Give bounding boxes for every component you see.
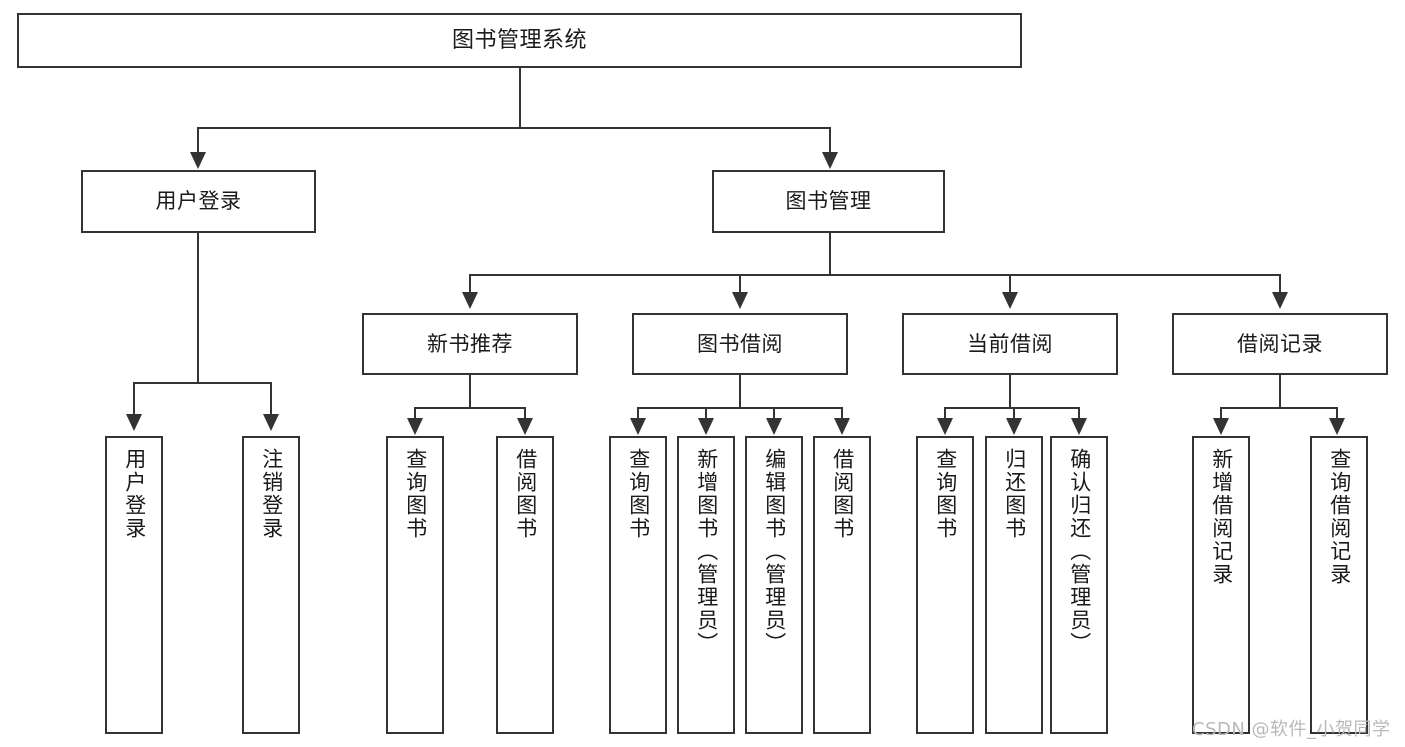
arrow-to-leaf-add-record [1213,418,1229,435]
edge-cb-drop-3 [1078,407,1080,419]
node-book-manage[interactable]: 图书管理 [712,170,945,233]
node-label: 图书管理系统 [451,27,587,53]
arrow-to-leaf-borrow-book-1 [517,418,533,435]
arrow-to-new-book-recommend [462,292,478,309]
arrow-to-leaf-query-record [1329,418,1345,435]
edge-br-drop-2 [1336,407,1338,419]
node-label: 借阅图书 [830,448,855,540]
edge-bb-drop-1 [637,407,639,419]
node-label: 查询图书 [403,448,428,540]
arrow-to-leaf-borrow-book-2 [834,418,850,435]
edge-user-login-bus [133,382,271,384]
arrow-to-leaf-add-book [698,418,714,435]
edge-nbr-bus [414,407,526,409]
edge-br-drop-1 [1220,407,1222,419]
leaf-borrow-book-2[interactable]: 借阅图书 [813,436,871,734]
edge-bm-drop-2 [739,274,741,306]
edge-root-to-user-login [197,127,199,155]
node-book-borrow[interactable]: 图书借阅 [632,313,848,375]
node-label: 查询借阅记录 [1327,448,1352,586]
node-label: 归还图书 [1002,448,1027,540]
leaf-edit-book[interactable]: 编辑图书（管理员） [745,436,803,734]
node-label: 借阅记录 [1237,331,1323,356]
edge-book-manage-trunk [829,233,831,275]
node-borrow-record[interactable]: 借阅记录 [1172,313,1388,375]
arrow-to-current-borrow [1002,292,1018,309]
edge-user-login-trunk [197,233,199,383]
arrow-to-leaf-query-book-3 [937,418,953,435]
arrow-to-book-borrow [732,292,748,309]
edge-nbr-drop-2 [524,407,526,419]
node-label: 新增图书（管理员） [694,448,719,655]
edge-bb-drop-2 [705,407,707,419]
leaf-borrow-book-1[interactable]: 借阅图书 [496,436,554,734]
leaf-query-book-3[interactable]: 查询图书 [916,436,974,734]
leaf-query-record[interactable]: 查询借阅记录 [1310,436,1368,734]
leaf-query-book-1[interactable]: 查询图书 [386,436,444,734]
edge-bb-drop-3 [773,407,775,419]
node-root-system[interactable]: 图书管理系统 [17,13,1022,68]
edge-br-trunk [1279,375,1281,408]
arrow-to-leaf-confirm-return [1071,418,1087,435]
edge-bb-bus [637,407,843,409]
node-label: 查询图书 [626,448,651,540]
arrow-to-leaf-logout-login [263,414,279,431]
node-label: 注销登录 [259,448,284,540]
arrow-to-leaf-edit-book [766,418,782,435]
edge-nbr-trunk [469,375,471,408]
node-label: 当前借阅 [967,331,1053,356]
edge-bm-drop-1 [469,274,471,306]
edge-user-login-drop-2 [270,382,272,415]
leaf-query-book-2[interactable]: 查询图书 [609,436,667,734]
edge-root-bus [197,127,831,129]
node-label: 确认归还（管理员） [1067,448,1092,655]
leaf-return-book[interactable]: 归还图书 [985,436,1043,734]
edge-bm-drop-4 [1279,274,1281,306]
edge-root-trunk [519,68,521,128]
arrow-root-to-user-login [190,152,206,169]
edge-book-manage-bus [469,274,1281,276]
node-label: 新增借阅记录 [1209,448,1234,586]
arrow-to-leaf-return-book [1006,418,1022,435]
edge-br-bus [1220,407,1338,409]
leaf-confirm-return[interactable]: 确认归还（管理员） [1050,436,1108,734]
node-user-login[interactable]: 用户登录 [81,170,316,233]
node-current-borrow[interactable]: 当前借阅 [902,313,1118,375]
node-label: 新书推荐 [427,331,513,356]
edge-cb-trunk [1009,375,1011,408]
node-label: 用户登录 [155,189,242,214]
edge-root-to-book-manage [829,127,831,155]
leaf-user-login[interactable]: 用户登录 [105,436,163,734]
node-label: 图书管理 [785,189,872,214]
leaf-add-record[interactable]: 新增借阅记录 [1192,436,1250,734]
edge-bb-trunk [739,375,741,408]
arrow-root-to-book-manage [822,152,838,169]
arrow-to-leaf-query-book-2 [630,418,646,435]
node-label: 编辑图书（管理员） [762,448,787,655]
node-label: 图书借阅 [697,331,783,356]
node-label: 查询图书 [933,448,958,540]
arrow-to-borrow-record [1272,292,1288,309]
edge-user-login-drop-1 [133,382,135,415]
edge-nbr-drop-1 [414,407,416,419]
node-label: 借阅图书 [513,448,538,540]
leaf-logout-login[interactable]: 注销登录 [242,436,300,734]
node-new-book-recommend[interactable]: 新书推荐 [362,313,578,375]
leaf-add-book[interactable]: 新增图书（管理员） [677,436,735,734]
edge-bm-drop-3 [1009,274,1011,306]
node-label: 用户登录 [122,448,147,540]
arrow-to-leaf-query-book-1 [407,418,423,435]
edge-cb-drop-1 [944,407,946,419]
edge-cb-drop-2 [1013,407,1015,419]
edge-cb-bus [944,407,1080,409]
arrow-to-leaf-user-login [126,414,142,431]
edge-bb-drop-4 [841,407,843,419]
